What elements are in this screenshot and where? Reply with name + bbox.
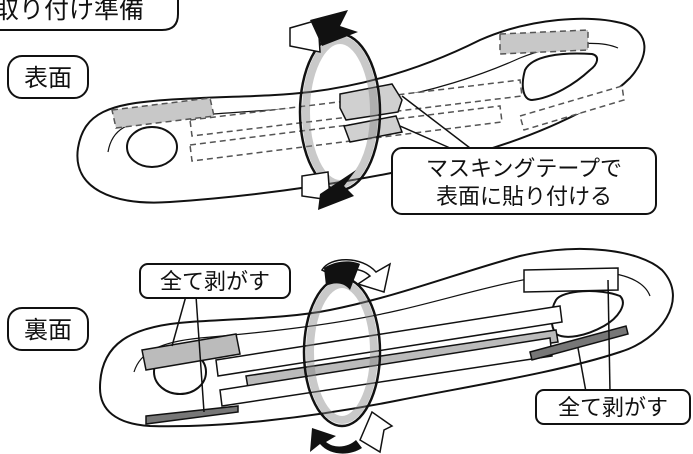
- liner-strip: [529, 325, 629, 361]
- back-callout-right: 全て剥がす: [535, 279, 691, 425]
- tape-strip: [219, 337, 553, 407]
- rotate-arrow-top-head: [310, 10, 358, 46]
- tape-strip: [111, 97, 215, 129]
- tape-strip: [189, 105, 503, 162]
- front-handle-hole: [126, 126, 178, 168]
- page-title: 取り付け準備: [0, 0, 144, 24]
- back-callout-left-text: 全て剥がす: [160, 270, 270, 295]
- masking-tape: [339, 83, 403, 121]
- back-rotation-indicator: [302, 259, 394, 454]
- tape-strip: [215, 305, 563, 377]
- back-side-label-box: 裏面: [7, 307, 89, 351]
- rotate-arrow-bottom-head: [359, 410, 394, 454]
- front-handle-opening: [521, 52, 598, 102]
- rotate-arrow-bottom-head: [318, 170, 356, 210]
- front-rotation-indicator: [289, 10, 382, 210]
- back-tape-strips: [141, 267, 629, 425]
- rotate-arrow-top: [289, 19, 321, 53]
- liner-strip: [145, 405, 239, 425]
- back-callout-right-text: 全て剥がす: [558, 396, 668, 421]
- back-callout-left: 全て剥がす: [139, 263, 291, 413]
- front-callout-line1: マスキングテープで: [426, 157, 622, 182]
- tape-strip: [499, 29, 589, 55]
- rotate-arrow-top-head: [324, 261, 360, 290]
- tape-strip: [523, 267, 619, 293]
- front-side-label-box: 表面: [7, 55, 89, 99]
- title-box: 取り付け準備: [0, 0, 179, 31]
- back-side-label: 裏面: [24, 316, 72, 344]
- front-callout-line2: 表面に貼り付ける: [436, 185, 612, 210]
- rotate-arrow-bottom: [310, 428, 362, 454]
- front-side-label: 表面: [24, 64, 72, 92]
- front-callout: マスキングテープで 表面に貼り付ける: [391, 95, 657, 215]
- tape-strip: [519, 85, 625, 131]
- liner-strip: [141, 333, 241, 371]
